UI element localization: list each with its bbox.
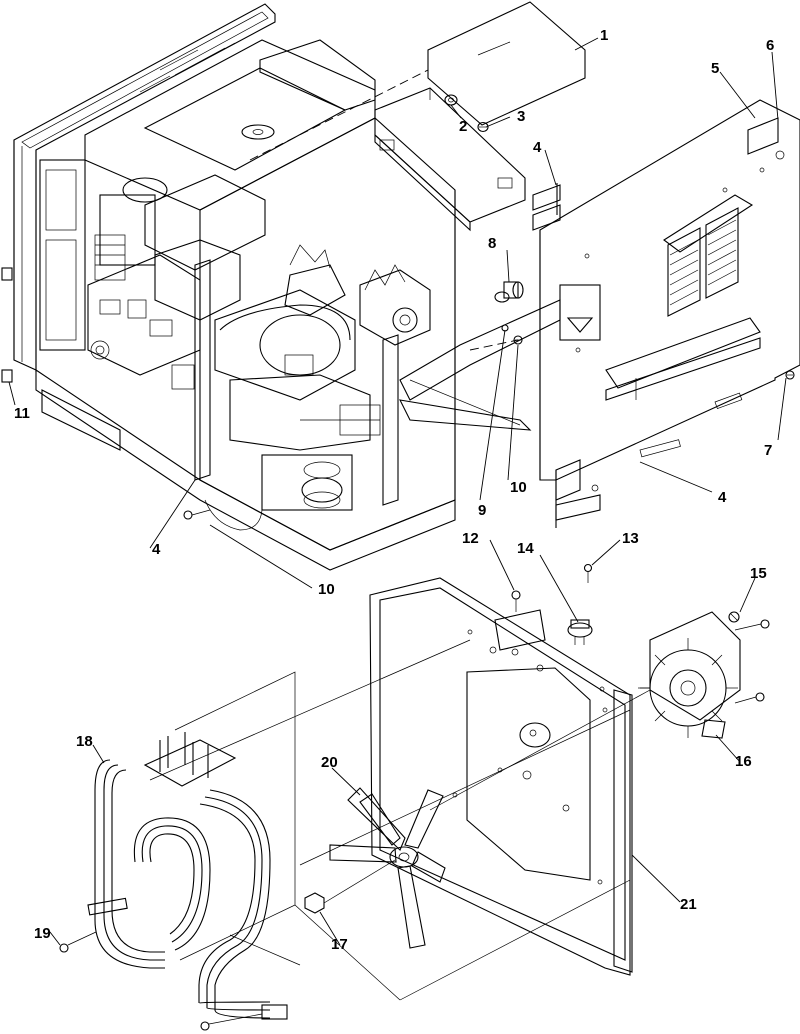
callout-11: 11 bbox=[14, 405, 30, 422]
callout-20: 20 bbox=[321, 754, 338, 771]
callout-10-upper: 10 bbox=[510, 479, 527, 496]
callout-13: 13 bbox=[622, 530, 639, 547]
callout-9: 9 bbox=[478, 502, 486, 519]
part-4-top-bracket bbox=[374, 87, 526, 232]
callout-7: 7 bbox=[764, 442, 772, 459]
part-1-cover-plate bbox=[249, 1, 586, 161]
part-11-clip bbox=[1, 267, 13, 383]
callout-4-right: 4 bbox=[718, 489, 727, 506]
callout-2: 2 bbox=[459, 118, 467, 135]
part-16-convection-motor bbox=[638, 611, 741, 739]
part-7-screw bbox=[785, 370, 795, 380]
callout-14: 14 bbox=[517, 540, 534, 557]
assembly-guide-lines bbox=[149, 639, 651, 1001]
callout-15: 15 bbox=[750, 565, 767, 582]
callout-5: 5 bbox=[711, 60, 719, 77]
callout-3: 3 bbox=[517, 108, 525, 125]
part-12-13-14-thermostat-parts bbox=[511, 563, 593, 645]
part-17-nut bbox=[304, 859, 396, 914]
part-18-heating-element bbox=[87, 732, 288, 1020]
callout-8: 8 bbox=[488, 235, 496, 252]
callout-16: 16 bbox=[735, 753, 752, 770]
oven-cabinet-assembly bbox=[13, 3, 561, 571]
callout-19: 19 bbox=[34, 925, 51, 942]
part-19-screw bbox=[59, 931, 263, 1031]
callout-4-lower: 4 bbox=[152, 541, 161, 558]
callout-18: 18 bbox=[76, 733, 93, 750]
right-side-outer-panel bbox=[539, 99, 800, 528]
callout-1: 1 bbox=[600, 27, 608, 44]
callout-21: 21 bbox=[680, 896, 697, 913]
callout-6: 6 bbox=[766, 37, 774, 54]
callout-leaders bbox=[8, 37, 787, 946]
part-10-lower-screw bbox=[183, 499, 263, 531]
part-8-bushing bbox=[494, 281, 524, 303]
callout-labels: 1 2 3 4 5 6 7 8 9 10 4 11 4 10 12 13 14 … bbox=[14, 27, 774, 953]
part-15-screws bbox=[728, 611, 770, 704]
callout-10-lower: 10 bbox=[318, 581, 335, 598]
part-21-convection-rear-plate bbox=[369, 577, 633, 976]
part-9-10-fasteners bbox=[469, 324, 523, 351]
part-20-fan-blade bbox=[329, 787, 446, 949]
part-4-small-brackets bbox=[532, 183, 561, 231]
callout-12: 12 bbox=[462, 530, 479, 547]
callout-17: 17 bbox=[331, 936, 348, 953]
callout-4-top: 4 bbox=[533, 139, 542, 156]
